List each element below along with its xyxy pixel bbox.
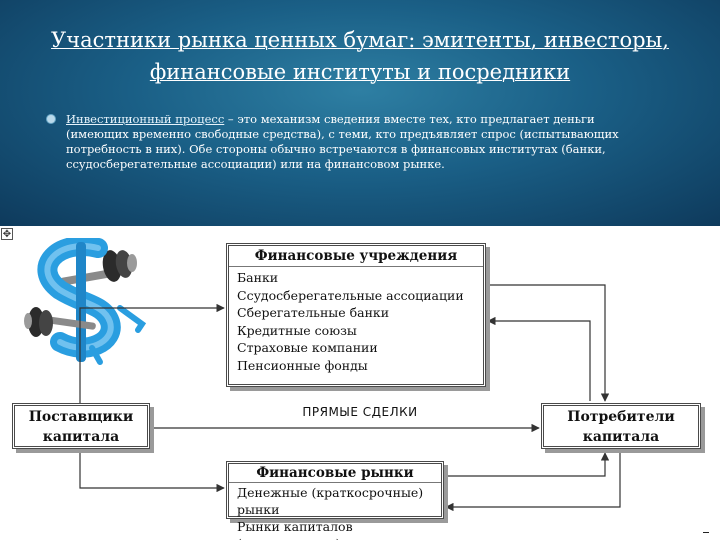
corner-dash xyxy=(703,532,709,533)
capital-suppliers-line-1: Поставщики xyxy=(28,409,134,425)
financial-market-item: Денежные (краткосрочные) рынки xyxy=(237,485,424,517)
connector-suppliers-to-markets xyxy=(79,451,225,493)
financial-institution-item: Банки xyxy=(237,270,279,285)
financial-markets-title: Финансовые рынки xyxy=(229,464,441,483)
capital-suppliers-line-2: капитала xyxy=(42,429,120,445)
connector-institutions-to-consumers xyxy=(488,284,610,402)
financial-institution-item: Ссудосберегательные ассоциации xyxy=(237,287,464,303)
term-link[interactable]: Инвестиционный процесс xyxy=(66,112,225,126)
body-definition: – это механизм сведения вместе тех, кто … xyxy=(66,112,619,171)
title-panel: Участники рынка ценных бумаг: эмитенты, … xyxy=(0,0,720,226)
connector-markets-to-consumers xyxy=(446,452,610,477)
direct-deals-label: ПРЯМЫЕ СДЕЛКИ xyxy=(302,405,418,419)
capital-consumers-box: Потребители капитала xyxy=(541,403,701,449)
bullet-icon xyxy=(46,114,56,124)
financial-institutions-title: Финансовые учреждения xyxy=(229,246,483,267)
connector-suppliers-to-institutions xyxy=(79,303,225,403)
financial-markets-box: Финансовые рынки Денежные (краткосрочные… xyxy=(226,461,444,540)
capital-consumers-line-1: Потребители xyxy=(567,409,675,425)
slide-title-line-2: финансовые институты и посредники xyxy=(149,60,571,84)
financial-institution-item: Пенсионные фонды xyxy=(237,357,368,373)
financial-institution-item: Кредитные союзы xyxy=(237,322,357,338)
move-handle-icon[interactable]: ✥ xyxy=(1,228,13,240)
slide-title-line-1: Участники рынка ценных бумаг: эмитенты, … xyxy=(51,28,669,52)
connector-consumers-to-markets xyxy=(445,451,621,512)
slide-title: Участники рынка ценных бумаг: эмитенты, … xyxy=(10,24,710,88)
dollar-dumbbell-icon xyxy=(24,238,147,365)
capital-consumers-line-2: капитала xyxy=(582,429,660,445)
financial-institution-item: Страховые компании xyxy=(237,340,378,355)
capital-suppliers-box: Поставщики капитала xyxy=(12,403,150,449)
financial-market-item: Рынки капиталов (долгосрочные) xyxy=(237,519,353,540)
connector-consumers-to-institutions xyxy=(487,316,591,401)
financial-institution-item: Сберегательные банки xyxy=(237,305,390,320)
financial-institutions-box: Финансовые учреждения Банки Ссудосберега… xyxy=(226,243,486,387)
body-paragraph: Инвестиционный процесс – это механизм св… xyxy=(66,112,626,172)
